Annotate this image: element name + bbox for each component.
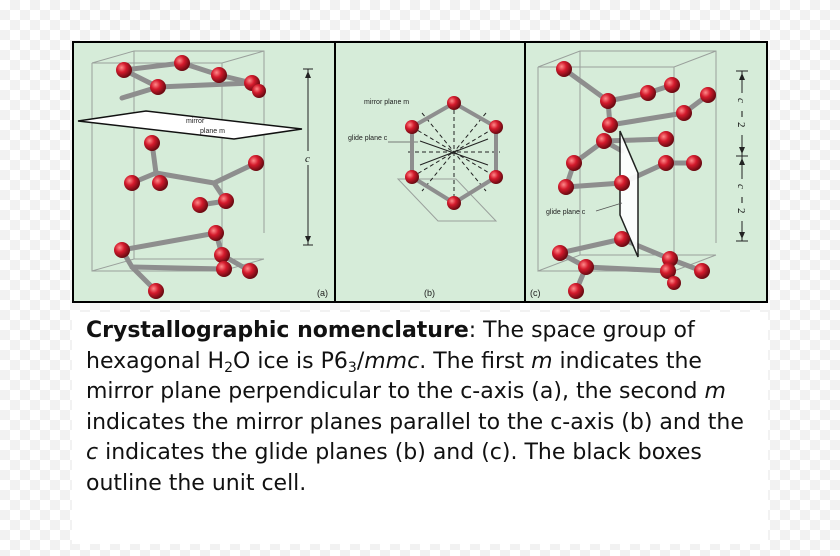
panel-c-drawing: glide plane c — [537, 50, 749, 299]
half-c-bottom-num: c — [735, 184, 747, 189]
panel-tag-c: (c) — [530, 288, 541, 298]
caption-subscript: 2 — [224, 359, 234, 376]
panel-a-drawing: mirror plane m — [77, 50, 313, 299]
caption-part: : The space group of hexagonal H — [86, 318, 695, 374]
panel-b-drawing: mirror plane m glide plane c — [348, 96, 503, 222]
half-c-top-den: 2 — [735, 122, 747, 128]
half-c-top-num: c — [735, 98, 747, 103]
half-c-bottom-den: 2 — [735, 208, 747, 214]
caption-part: O ice is P6 — [233, 348, 348, 374]
mirror-plane-label: mirror plane m — [364, 99, 409, 106]
caption-part: . The first — [419, 348, 532, 374]
caption-italic: m — [531, 348, 553, 374]
oxygen-atoms-b — [405, 96, 503, 210]
hexagon-bonds — [410, 101, 498, 205]
bonds-top — [119, 60, 262, 101]
caption-part: indicates the mirror plane perpendicular… — [86, 348, 705, 405]
panel-a-mirror-plane: mirror plane m — [74, 43, 334, 301]
oxygen-atoms-a — [114, 55, 266, 299]
glide-plane-label: glide plane c — [348, 135, 388, 142]
c-axis-label: c — [305, 153, 310, 165]
caption-italic: mmc — [364, 348, 420, 374]
mirror-plane — [77, 110, 303, 140]
mirror-label-line1: mirror — [186, 118, 205, 125]
caption-part: indicates the glide planes (b) and (c). … — [86, 440, 702, 496]
bonds-bottom — [119, 230, 253, 294]
caption-heading: Crystallographic nomenclature — [86, 318, 469, 343]
oxygen-atoms-c — [552, 61, 716, 299]
mirror-label-line2: plane m — [200, 128, 225, 135]
caption-part: / — [356, 348, 365, 374]
panel-c-glide-plane: glide plane c — [526, 43, 766, 301]
caption-part: indicates the mirror planes parallel to … — [86, 409, 744, 435]
glide-plane-lines — [419, 138, 489, 166]
bonds-middle — [129, 140, 259, 208]
caption-italic: m — [704, 379, 726, 404]
panel-tag-b: (b) — [424, 288, 435, 298]
glide-plane-label-c: glide plane c — [546, 209, 586, 216]
caption-subscript: 3 — [347, 359, 357, 376]
caption-italic: c — [86, 440, 99, 465]
crystal-structure-figure: mirror plane m — [72, 41, 768, 303]
half-c-measure: c 2 c 2 — [735, 70, 749, 242]
unit-cell-outline — [396, 178, 498, 222]
c-axis-arrow: c — [303, 68, 313, 246]
caption-text: Crystallographic nomenclature: The space… — [86, 316, 754, 499]
figure-caption: Crystallographic nomenclature: The space… — [72, 312, 768, 544]
panel-b-top-view: mirror plane m glide plane c — [336, 43, 524, 301]
panel-tag-a: (a) — [317, 288, 328, 298]
